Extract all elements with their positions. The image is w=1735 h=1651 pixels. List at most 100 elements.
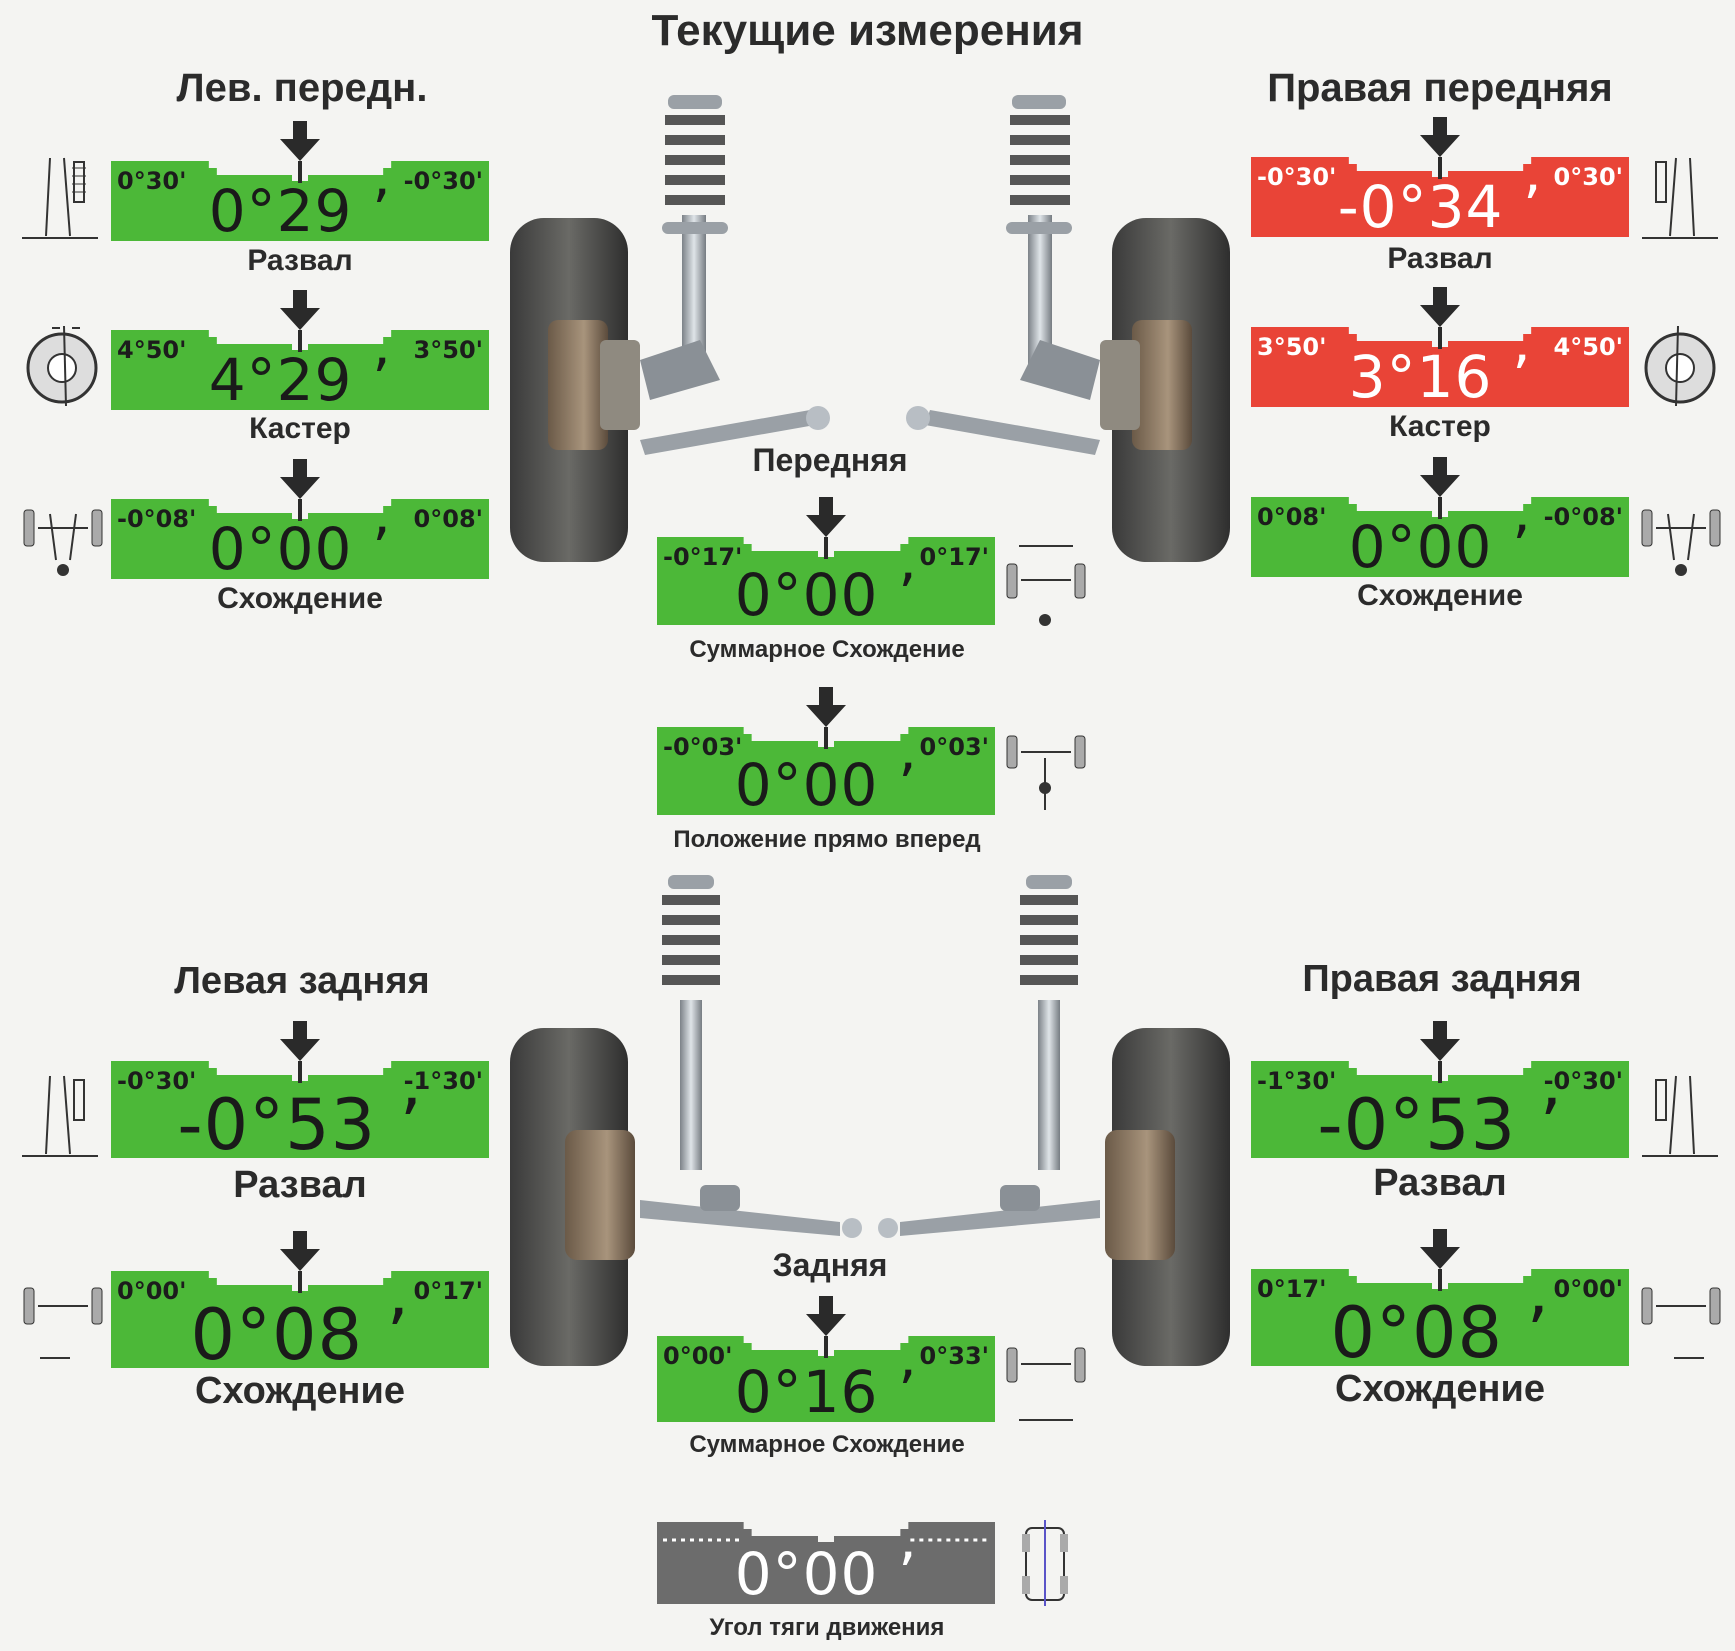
rear-left-strut — [640, 875, 862, 1238]
gauge-shape — [111, 459, 489, 579]
indicator-arrow-icon — [1420, 457, 1460, 497]
indicator-arrow-icon — [280, 459, 320, 499]
indicator-tick — [1438, 1061, 1442, 1083]
indicator-tick — [1438, 1269, 1442, 1291]
camber-icon — [22, 1075, 98, 1157]
camber-icon — [22, 157, 98, 239]
gauge-value: -0°34 ’ — [1337, 173, 1543, 241]
front-left-toe-label: Схождение — [217, 582, 383, 615]
gauge-body — [111, 1061, 489, 1158]
gauge-max: 0°00' — [1553, 1275, 1623, 1303]
thrust-angle-label: Угол тяги движения — [709, 1614, 945, 1641]
gauge-shape — [657, 687, 995, 815]
gauge-body — [657, 1522, 995, 1604]
gauge-body — [1251, 327, 1629, 407]
straight-ahead-gauge: -0°03' 0°03' 0°00 ’ — [657, 687, 995, 819]
gauge-body — [657, 727, 995, 815]
gauge-min: -0°03' — [663, 733, 743, 761]
rear-left-wheel — [510, 1028, 635, 1366]
rear-total-toe-label: Суммарное Схождение — [689, 1431, 965, 1458]
rear-right-toe-label: Схождение — [1335, 1368, 1545, 1410]
gauge-value: 0°00 ’ — [734, 1540, 918, 1608]
gauge-value: 0°00 ’ — [734, 561, 918, 629]
indicator-arrow-icon — [1420, 287, 1460, 327]
gauge-min: -0°30' — [117, 1067, 197, 1095]
front-right-toe-label: Схождение — [1357, 579, 1523, 612]
gauge-value: 0°29 ’ — [208, 177, 392, 245]
camber-icon — [1642, 1075, 1718, 1157]
gauge-min: -0°30' — [1257, 163, 1337, 191]
gauge-value: 4°29 ’ — [208, 346, 392, 414]
gauge-body — [657, 1336, 995, 1422]
gauge-shape — [657, 1296, 995, 1422]
front-left-camber-label: Развал — [247, 244, 353, 277]
gauge-value: 0°00 ’ — [208, 515, 392, 583]
front-left-strut — [640, 95, 830, 455]
front-left-wheel — [510, 218, 640, 562]
rear-left-title: Левая задняя — [174, 960, 430, 1002]
gauge-max: 0°08' — [413, 505, 483, 533]
rear-left-camber-gauge: -0°30' -1°30' -0°53 ’ — [111, 1021, 489, 1166]
gauge-body — [1251, 1061, 1629, 1158]
gauge-value: 0°08 ’ — [190, 1294, 410, 1376]
rear-axle-label: Задняя — [772, 1247, 888, 1283]
gauge-max: 4°50' — [1553, 333, 1623, 361]
gauge-shape — [111, 1231, 489, 1368]
front-right-title: Правая передняя — [1267, 66, 1613, 110]
front-left-caster-gauge: 4°50' 3°50' 4°29 ’ — [111, 290, 489, 414]
front-axle-label: Передняя — [752, 442, 908, 478]
gauge-max: -1°30' — [403, 1067, 483, 1095]
straight-ahead-icon — [1006, 735, 1086, 810]
gauge-max: 0°03' — [919, 733, 989, 761]
rear-right-strut — [878, 875, 1100, 1238]
gauge-max: -0°30' — [1543, 1067, 1623, 1095]
total-toe-icon — [1006, 545, 1086, 626]
indicator-arrow-icon — [806, 1296, 846, 1336]
gauge-shape — [1251, 287, 1629, 407]
gauge-min: 0°00' — [117, 1277, 187, 1305]
indicator-arrow-icon — [806, 687, 846, 727]
front-right-strut — [906, 95, 1100, 455]
gauge-min: 0°08' — [1257, 503, 1327, 531]
gauge-body — [111, 499, 489, 579]
gauge-min: -1°30' — [1257, 1067, 1337, 1095]
indicator-tick — [298, 330, 302, 352]
gauge-max: 3°50' — [413, 336, 483, 364]
rear-right-title: Правая задняя — [1302, 958, 1582, 1000]
gauge-max: -0°08' — [1543, 503, 1623, 531]
gauge-min: 0°17' — [1257, 1275, 1327, 1303]
gauge-body — [1251, 497, 1629, 577]
rear-total-toe-gauge: 0°00' 0°33' 0°16 ’ — [657, 1296, 995, 1426]
gauge-shape — [1251, 1021, 1629, 1158]
rear-left-toe-gauge: 0°00' 0°17' 0°08 ’ — [111, 1231, 489, 1376]
toe-icon — [1641, 509, 1721, 576]
toe-icon — [1641, 1287, 1721, 1359]
gauge-max: 0°17' — [919, 543, 989, 571]
front-total-toe-gauge: -0°17' 0°17' 0°00 ’ — [657, 497, 995, 629]
gauge-value: -0°53 ’ — [177, 1084, 423, 1166]
indicator-arrow-icon — [1420, 1021, 1460, 1061]
gauge-shape — [1251, 117, 1629, 237]
indicator-tick — [1438, 157, 1442, 179]
toe-icon — [23, 509, 103, 576]
indicator-tick — [298, 161, 302, 183]
thrust-angle-icon — [1022, 1520, 1068, 1606]
gauge-min: -0°17' — [663, 543, 743, 571]
front-right-wheel — [1100, 218, 1230, 562]
indicator-tick — [298, 499, 302, 521]
gauge-min: -0°08' — [117, 505, 197, 533]
indicator-tick — [824, 537, 828, 559]
gauge-value: -0°53 ’ — [1317, 1084, 1563, 1166]
rear-right-wheel — [1105, 1028, 1230, 1366]
rear-right-camber-gauge: -1°30' -0°30' -0°53 ’ — [1251, 1021, 1629, 1166]
front-left-camber-gauge: 0°30' -0°30' 0°29 ’ — [111, 121, 489, 245]
total-toe-icon — [1006, 1347, 1086, 1421]
indicator-arrow-icon — [806, 497, 846, 537]
gauge-body — [1251, 1269, 1629, 1366]
front-right-caster-gauge: 3°50' 4°50' 3°16 ’ — [1251, 287, 1629, 411]
gauge-max: 0°30' — [1553, 163, 1623, 191]
gauge-value: 0°08 ’ — [1330, 1292, 1550, 1374]
indicator-tick — [298, 1061, 302, 1083]
gauge-max: 0°33' — [919, 1342, 989, 1370]
